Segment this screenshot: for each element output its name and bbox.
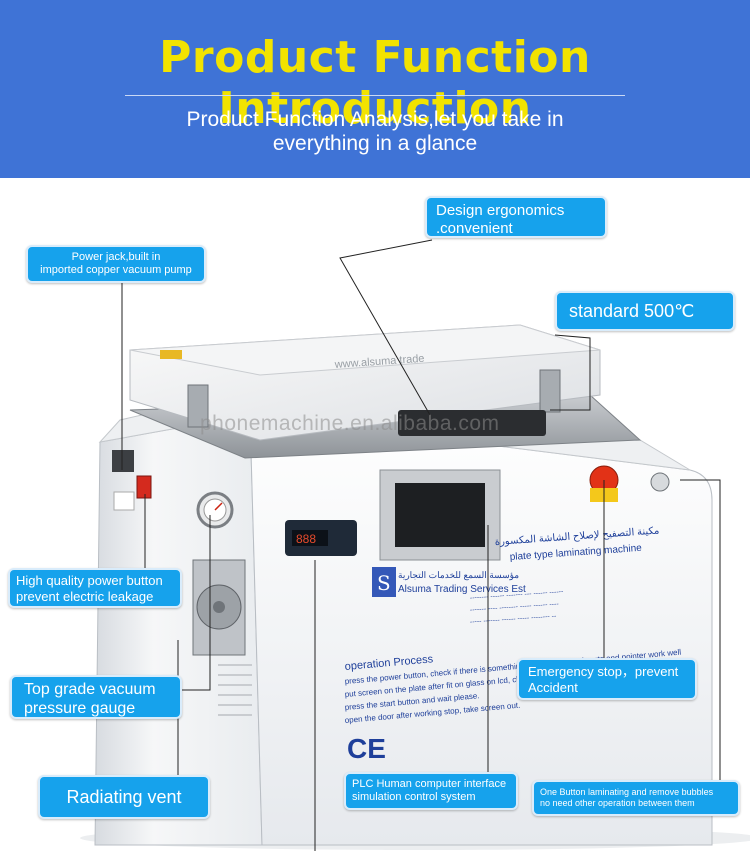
callout-plc-interface: PLC Human computer interface simulation … — [344, 772, 518, 810]
leader-one-button — [680, 479, 721, 790]
power-switch — [136, 475, 152, 499]
machine-front-panel — [249, 414, 713, 846]
svg-text:S: S — [377, 571, 391, 595]
header-banner: Product Function Introduction Product Fu… — [0, 0, 750, 178]
callout-power-button-line-2: prevent electric leakage — [16, 588, 154, 604]
callout-design-line-1: Design ergonomics — [436, 202, 565, 219]
callout-plc-line-1: PLC Human computer interface — [352, 778, 507, 790]
lid-top — [129, 324, 601, 376]
callout-design-ergonomics: Design ergonomics .convenient — [425, 196, 607, 238]
callout-gauge-line-2: pressure gauge — [24, 700, 136, 718]
subtitle-line-2: everything in a glance — [272, 132, 478, 155]
callout-gauge-line-1: Top grade vacuum — [24, 681, 156, 698]
callout-emergency-line-2: Accident — [528, 679, 578, 695]
start-button — [650, 472, 670, 492]
callout-emergency-line-1: Emergency stop，prevent — [528, 664, 679, 679]
leader-design — [339, 239, 433, 416]
callout-one-button: One Button laminating and remove bubbles… — [532, 780, 740, 816]
callout-power-jack: Power jack,built in imported copper vacu… — [26, 245, 206, 283]
power-jack — [112, 450, 134, 472]
callout-vacuum-gauge: Top grade vacuum pressure gauge — [10, 675, 182, 719]
company-name-arabic: مؤسسة السمع للخدمات التجارية — [398, 570, 519, 581]
callout-standard-text: standard 500℃ — [569, 301, 695, 321]
leader-standard — [550, 334, 591, 411]
callout-vent-text: Radiating vent — [66, 787, 182, 807]
callout-one-button-line-1: One Button laminating and remove bubbles — [540, 787, 714, 797]
callout-one-button-line-2: no need other operation between them — [540, 797, 695, 808]
callout-power-button: High quality power button prevent electr… — [8, 568, 182, 608]
leader-gauge — [172, 515, 211, 691]
title-divider — [125, 95, 625, 96]
page-subtitle: Product Function Analysis,let you take i… — [100, 108, 650, 156]
watermark-text: phonemachine.en.alibaba.com — [200, 412, 500, 435]
page-title: Product Function Introduction — [159, 32, 591, 134]
callout-plc-line-2: simulation control system — [352, 791, 476, 804]
callout-power-button-line-1: High quality power button — [16, 573, 163, 588]
vent-slots — [218, 664, 252, 716]
lid-warning-label — [160, 350, 182, 359]
plc-screen — [395, 483, 485, 547]
subtitle-line-1: Product Function Analysis,let you take i… — [186, 108, 564, 131]
right-hinge — [539, 369, 561, 413]
lid-handle — [398, 410, 546, 436]
company-logo — [372, 567, 396, 597]
warning-sticker — [113, 491, 135, 511]
company-name: Alsuma Trading Services Est — [398, 584, 526, 595]
svg-text:888: 888 — [296, 532, 316, 546]
callout-power-jack-line-1: Power jack,built in — [71, 251, 161, 263]
left-hinge — [187, 384, 209, 428]
callout-standard-temperature: standard 500℃ — [555, 291, 735, 331]
ce-mark: CE — [347, 733, 386, 764]
callout-emergency-stop: Emergency stop，prevent Accident — [517, 658, 697, 700]
callout-radiating-vent: Radiating vent — [38, 775, 210, 819]
callout-power-jack-line-2: imported copper vacuum pump — [40, 264, 192, 277]
callout-design-line-2: .convenient — [436, 220, 513, 237]
